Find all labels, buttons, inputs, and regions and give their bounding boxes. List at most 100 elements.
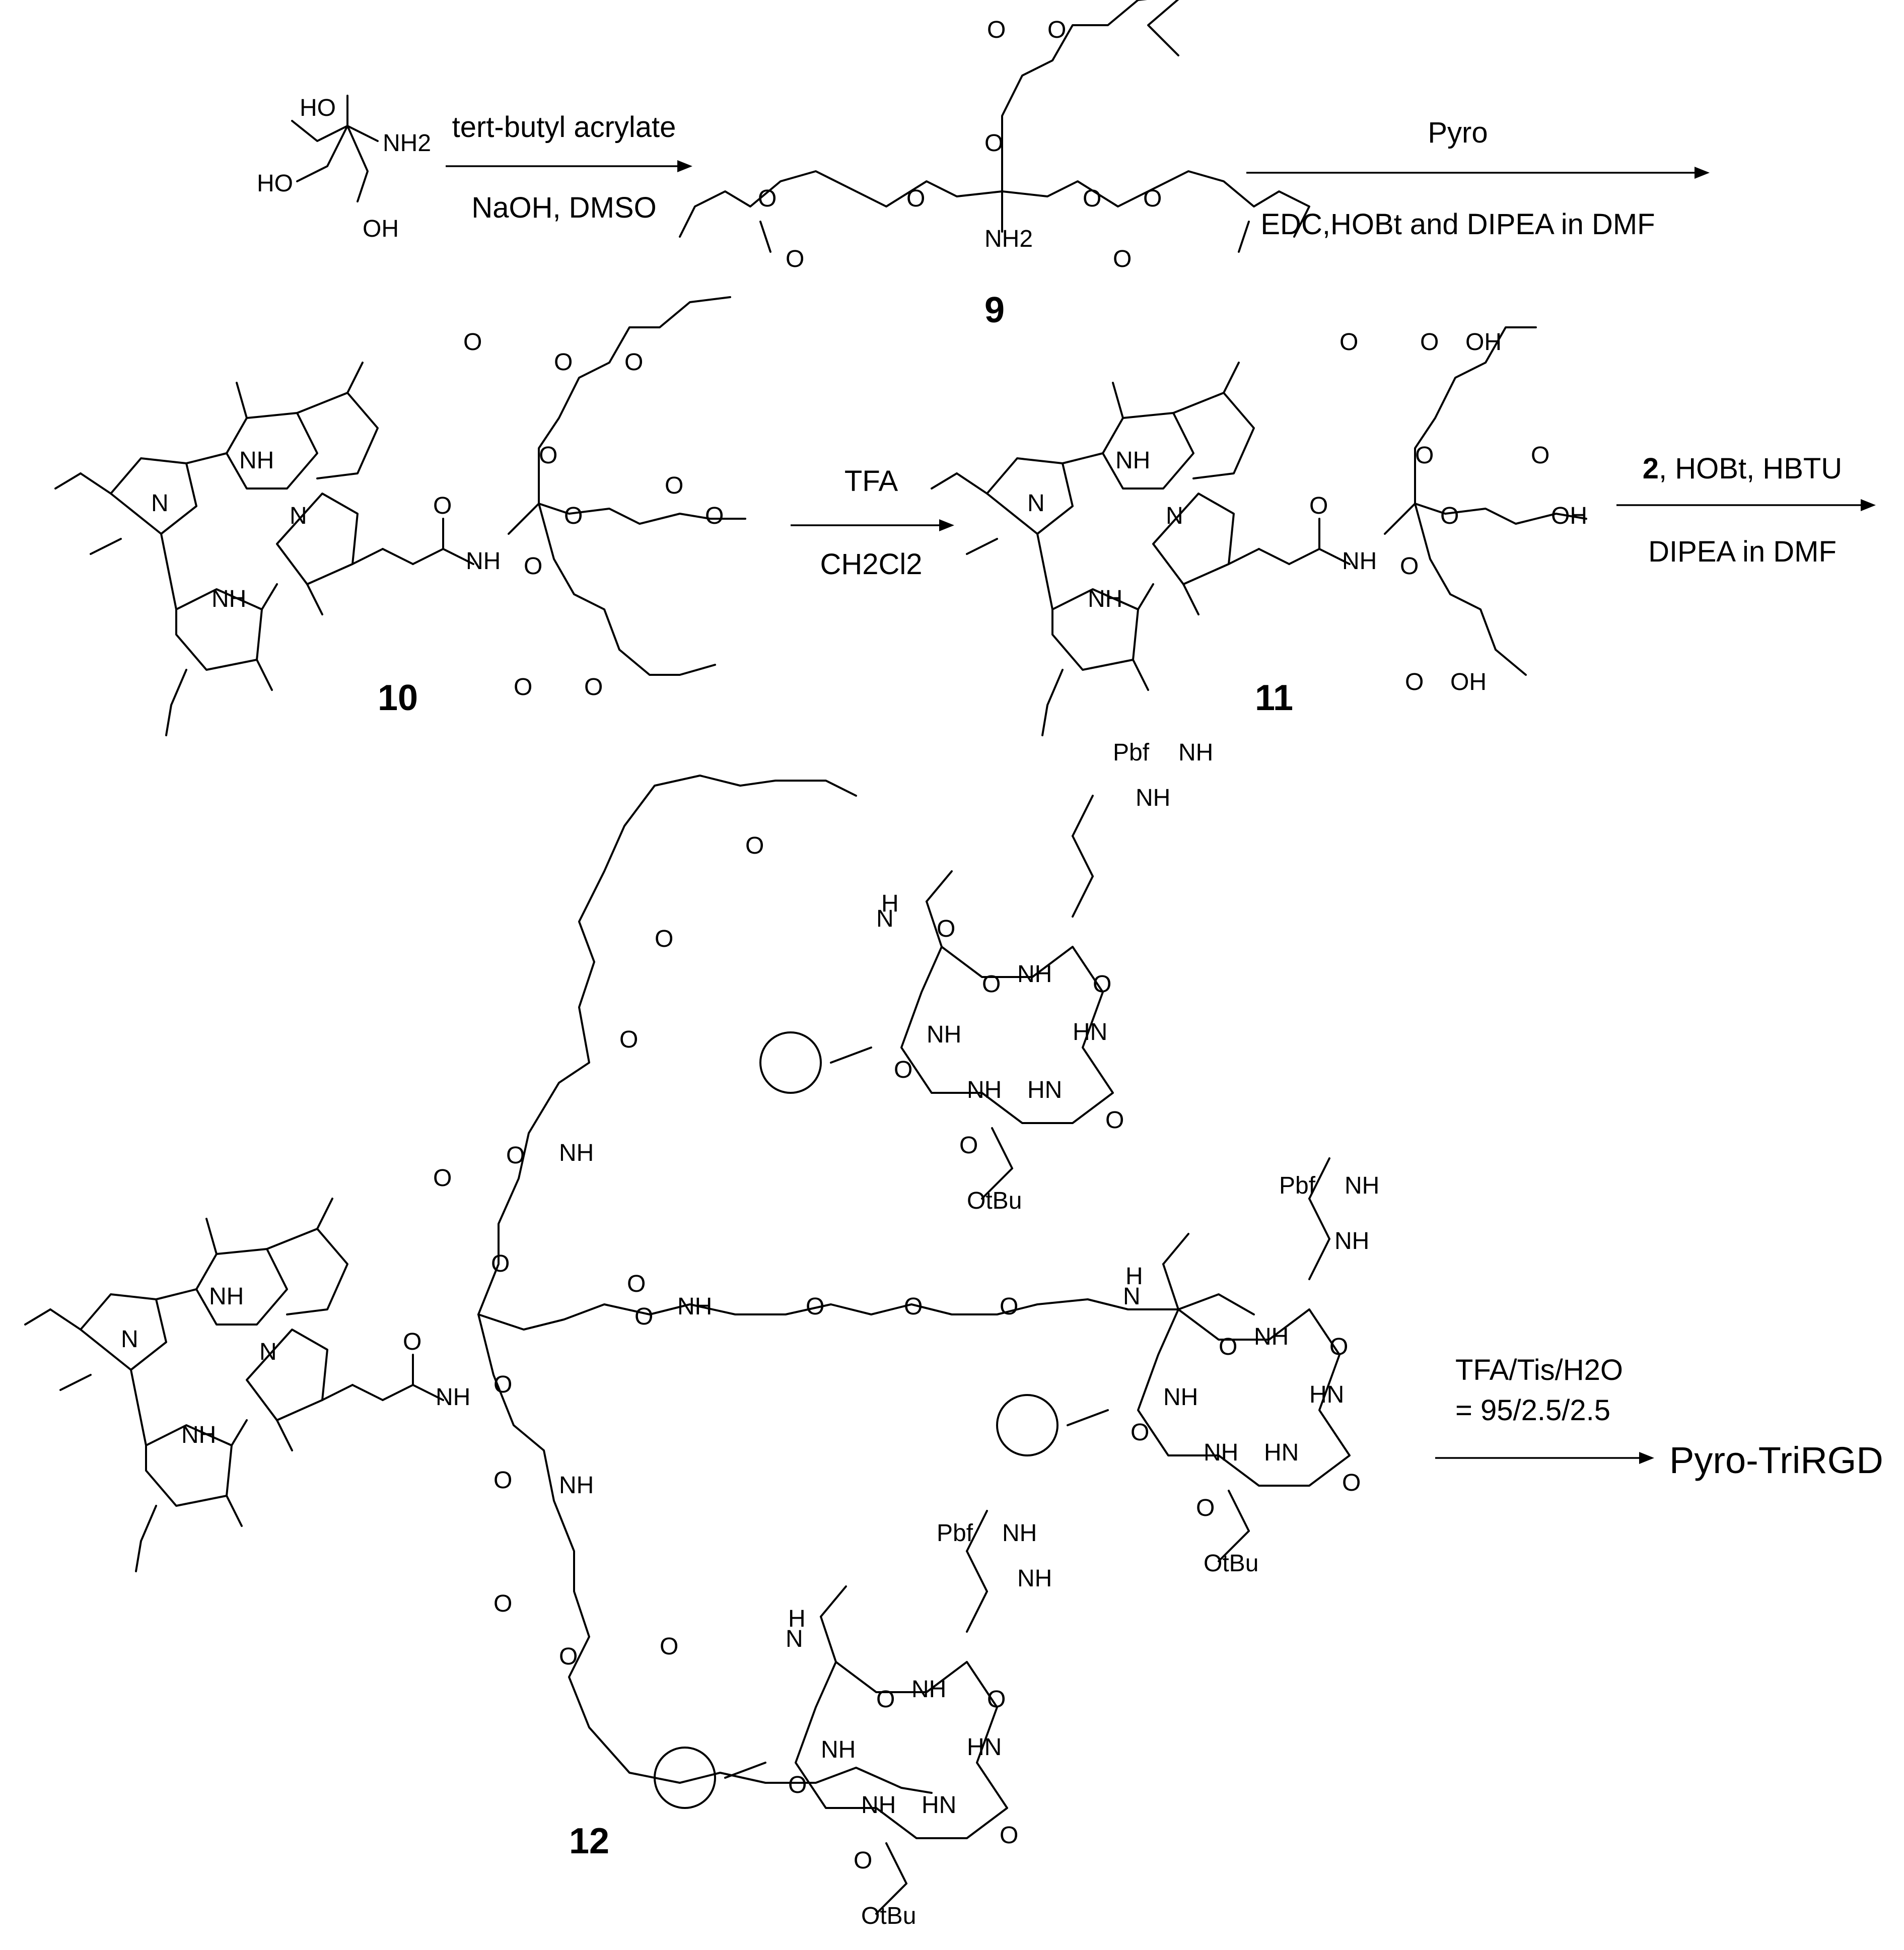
nh-label: NH (1345, 1172, 1379, 1199)
condition-label: DIPEA in DMF (1648, 535, 1837, 568)
oxygen-label: O (1440, 503, 1459, 529)
hydroxyl-label: OH (1450, 669, 1487, 695)
nitrogen-label: N (1123, 1283, 1141, 1310)
oxygen-label: O (705, 503, 724, 529)
oxygen-label: O (619, 1026, 638, 1053)
nitrogen-label: N (259, 1339, 277, 1365)
ester-label: OtBu (967, 1188, 1022, 1214)
compound-9-structure: O O O O O O O O O NH2 9 (679, 0, 1310, 330)
oxygen-label: O (1113, 246, 1132, 272)
h-label: H (881, 890, 899, 917)
nh-label: NH (466, 548, 501, 575)
oxygen-label: O (524, 553, 542, 580)
nh-label: HN (922, 1792, 956, 1819)
hydroxyl-label: OH (1551, 503, 1587, 529)
hydroxyl-label: HO (257, 170, 293, 197)
reaction-arrow-1: tert-butyl acrylate NaOH, DMSO (446, 111, 692, 224)
nh-label: NH (209, 1283, 244, 1310)
compound-11-label: 11 (1255, 678, 1293, 718)
hydroxyl-label: OH (1465, 329, 1502, 356)
nh-label: NH (967, 1077, 1002, 1103)
oxygen-label: O (1531, 442, 1549, 469)
reagent-label: tert-butyl acrylate (452, 111, 676, 144)
oxygen-label: O (493, 1590, 512, 1617)
hydroxyl-label: OH (363, 216, 399, 242)
oxygen-label: O (876, 1686, 895, 1713)
tris-amine: HO NH2 HO OH (257, 95, 431, 242)
nh-label: NH (211, 586, 246, 612)
oxygen-label: O (584, 674, 603, 701)
reagent-label: TFA (844, 465, 898, 498)
reagent-label: Pyro (1428, 116, 1488, 149)
reaction-arrow-4: 2, HOBt, HBTU DIPEA in DMF (1616, 452, 1876, 568)
oxygen-label: O (433, 1165, 452, 1192)
nh-label: NH (1088, 586, 1122, 612)
oxygen-label: O (1131, 1419, 1149, 1446)
oxygen-label: O (564, 503, 583, 529)
oxygen-label: O (554, 349, 573, 376)
oxygen-label: O (627, 1271, 646, 1297)
nh-label: NH (1334, 1228, 1369, 1255)
oxygen-label: O (1339, 329, 1358, 356)
nitrogen-label: N (1166, 503, 1183, 529)
ester-label: OtBu (1204, 1550, 1258, 1577)
h-label: H (1125, 1263, 1143, 1290)
oxygen-label: O (906, 185, 925, 212)
nh-label: NH (1115, 447, 1150, 474)
final-product-label: Pyro-TriRGD (1669, 1439, 1883, 1481)
nh-label: NH (1002, 1520, 1037, 1547)
oxygen-label: O (403, 1329, 421, 1355)
nh-label: HN (967, 1734, 1002, 1761)
nh-label: NH (1204, 1439, 1238, 1466)
nh-label: NH (1017, 1565, 1052, 1592)
oxygen-label: O (493, 1371, 512, 1398)
oxygen-label: O (984, 130, 1003, 157)
condition-label: NaOH, DMSO (471, 191, 656, 224)
nh-label: NH (181, 1422, 216, 1448)
nh-label: HN (1264, 1439, 1299, 1466)
oxygen-label: O (539, 442, 557, 469)
nh-label: NH (436, 1384, 470, 1411)
ester-label: OtBu (861, 1903, 916, 1929)
condition-label: CH2Cl2 (820, 548, 922, 581)
nh-label: NH (821, 1736, 856, 1763)
compound-10-structure: N NH N NH O O NH O O O O O O O O O (54, 296, 746, 736)
oxygen-label: O (655, 926, 673, 952)
reagent-label: 2, HOBt, HBTU (1643, 452, 1842, 485)
nitrogen-label: N (786, 1626, 803, 1652)
nh-label: NH (1017, 961, 1052, 988)
oxygen-label: O (1196, 1495, 1215, 1521)
nitrogen-label: N (290, 503, 307, 529)
oxygen-label: O (1000, 1822, 1018, 1849)
nitrogen-label: N (876, 906, 894, 932)
compound-9-label: 9 (984, 290, 1005, 330)
oxygen-label: O (1329, 1334, 1348, 1360)
oxygen-label: O (665, 472, 683, 499)
oxygen-label: O (1083, 185, 1101, 212)
nh-label: NH (239, 447, 274, 474)
oxygen-label: O (506, 1142, 525, 1169)
nh-label: NH (1163, 1384, 1198, 1411)
oxygen-label: O (1047, 17, 1066, 43)
nh-label: NH (559, 1472, 594, 1499)
oxygen-label: O (463, 329, 482, 356)
oxygen-label: O (624, 349, 643, 376)
oxygen-label: O (433, 493, 452, 519)
compound-11-structure: N NH N NH O O NH O O OH O O OH O O OH (931, 326, 1587, 736)
reagent-label: TFA/Tis/H2O (1455, 1354, 1623, 1386)
amine-label: NH2 (383, 130, 431, 157)
oxygen-label: O (959, 1132, 978, 1159)
nh-label: NH (1178, 739, 1213, 766)
oxygen-label: O (904, 1293, 923, 1320)
reaction-arrow-3: TFA CH2Cl2 (791, 465, 954, 581)
oxygen-label: O (854, 1847, 872, 1874)
nitrogen-label: N (1027, 490, 1045, 517)
oxygen-label: O (982, 971, 1001, 998)
reaction-arrow-2: Pyro EDC,HOBt and DIPEA in DMF (1246, 116, 1710, 241)
oxygen-label: O (1093, 971, 1111, 998)
oxygen-label: O (1105, 1107, 1124, 1134)
nh-label: NH (677, 1293, 712, 1320)
oxygen-label: O (1420, 329, 1439, 356)
oxygen-label: O (660, 1633, 678, 1660)
oxygen-label: O (987, 17, 1006, 43)
